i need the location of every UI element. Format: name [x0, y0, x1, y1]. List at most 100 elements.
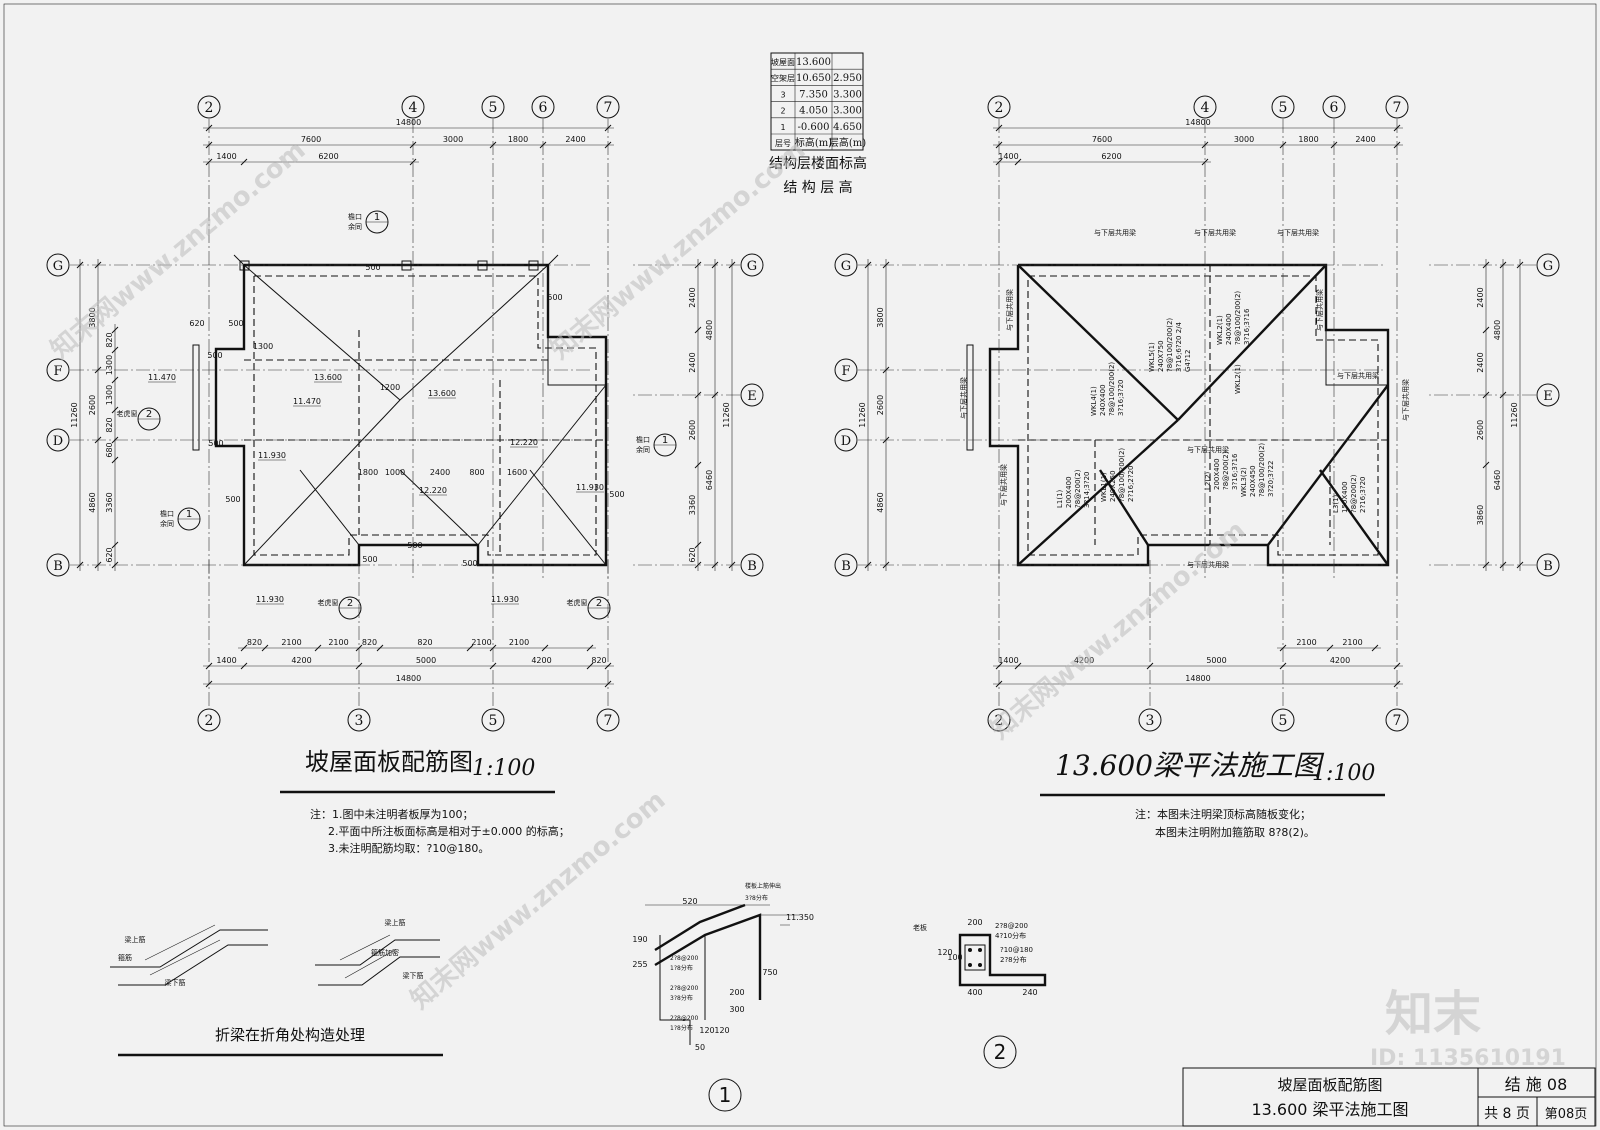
detail-2-dim: 400	[967, 988, 982, 997]
axis-bubble	[834, 428, 858, 452]
left-inner-dim: 1200	[380, 383, 400, 392]
left-elevation-label: 12.220	[510, 438, 538, 447]
right-dim-left-total-label: 11260	[858, 402, 867, 427]
right-dim-bottom-2-label: 4200	[1330, 656, 1350, 665]
right-dim-bottom-1-tick	[1279, 644, 1287, 652]
right-dim-right-inner-label: 2600	[1476, 420, 1485, 440]
axis-bubble	[740, 553, 764, 577]
axis-bubble	[46, 428, 70, 452]
right-beam-spec: L2(2)	[1204, 471, 1212, 490]
axis-label-left: B	[841, 559, 851, 574]
axis-bubble	[987, 708, 1011, 732]
left-dim-right-inner-label: 2400	[688, 287, 697, 307]
sheet-border	[3, 3, 1597, 1127]
left-dim-left-inner-tick	[111, 326, 119, 334]
right-beam-spec: 2?16;2?20	[1127, 465, 1135, 502]
level-table-caption-2: 结 构 层 高	[783, 179, 852, 196]
axis-bubble	[1536, 383, 1560, 407]
left-section-callout-number: 1	[662, 435, 668, 446]
axis-label-top: 2	[205, 100, 214, 116]
title-block-page-no: 第08页	[1545, 1107, 1588, 1122]
left-dim-right-inner-tick	[694, 561, 702, 569]
left-dim-bottom-2-label: 1400	[216, 656, 236, 665]
left-dim-left-inner-label: 620	[105, 547, 114, 562]
left-dim-bottom-2-label: 4200	[291, 656, 311, 665]
level-table-cell: 13.600	[796, 57, 831, 68]
left-inner-dim: 620	[189, 319, 204, 328]
fold-beam-label: 梁下筋	[165, 978, 186, 987]
watermark-text-3: 知末网www.znzmo.com	[985, 515, 1251, 745]
left-dim-left-inner-label: 1300	[105, 355, 114, 375]
detail-1-dim: 255	[632, 960, 647, 969]
level-table-cell: 层高(m)	[829, 136, 866, 149]
right-beam-spec: WKL4(1)	[1090, 386, 1098, 416]
left-dim-right-inner-label: 3360	[688, 495, 697, 515]
level-table-cell: 4.650	[833, 122, 862, 133]
level-table-cell: 坡屋面	[771, 57, 795, 67]
axis-bubble	[1385, 708, 1409, 732]
axis-bubble	[1271, 95, 1295, 119]
right-same-as-below-label: 与下层共用梁	[959, 377, 968, 419]
left-dim-top-1-tick	[604, 141, 612, 149]
axis-bubble	[1536, 253, 1560, 277]
left-dim-right-inner-tick	[694, 461, 702, 469]
right-dim-right-label: 4800	[1493, 320, 1502, 340]
right-dim-top-2-tick	[995, 158, 1003, 166]
right-dim-right-inner-label: 3860	[1476, 505, 1485, 525]
right-beam-spec: WKL3(2)	[1240, 467, 1248, 497]
left-dim-right-inner-label: 2600	[688, 420, 697, 440]
left-dim-bottom-1-label: 820	[362, 638, 377, 647]
axis-bubble	[1322, 95, 1346, 119]
left-dim-left-inner-tick	[111, 436, 119, 444]
right-beam-spec: ?8@200(2)	[1222, 451, 1230, 490]
fold-beam-label: 梁下筋	[403, 971, 424, 980]
axis-label-top: 2	[995, 100, 1004, 116]
detail-2-number: 2	[994, 1040, 1007, 1064]
left-inner-dim: 500	[207, 351, 222, 360]
detail-1-bar-note: 楼板上筋伸出	[745, 882, 781, 890]
right-beam-spec: WKL2(1)	[1216, 315, 1224, 345]
right-dim-bottom-2-tick	[1279, 662, 1287, 670]
left-dim-left-inner-label: 3360	[105, 492, 114, 512]
detail-2-dim: 240	[1022, 988, 1037, 997]
right-dim-right-inner-tick	[1482, 561, 1490, 569]
left-dim-bottom-1-label: 2100	[328, 638, 348, 647]
detail-1-bar-note: 3?8分布	[670, 994, 693, 1002]
right-dim-top-2-tick	[1014, 158, 1022, 166]
level-table-cell: 3	[780, 90, 785, 99]
level-table-cell: -0.600	[797, 122, 829, 133]
left-dim-bottom-1-label: 2100	[281, 638, 301, 647]
axis-bubble	[834, 553, 858, 577]
axis-label-top: 4	[409, 100, 418, 116]
left-section-callout-number: 1	[186, 509, 192, 520]
axis-label-left: G	[53, 259, 63, 274]
left-dim-left-label: 4860	[88, 492, 97, 512]
left-dim-top-1-tick	[205, 141, 213, 149]
right-same-as-below-label: 与下层共用梁	[1187, 445, 1229, 454]
right-same-as-below-label: 与下层共用梁	[1337, 371, 1379, 380]
axis-label-top: 6	[1330, 100, 1339, 116]
left-inner-dim: 500	[225, 495, 240, 504]
detail-1-dim: 520	[682, 897, 697, 906]
left-dim-top-2-label: 1400	[216, 152, 236, 161]
right-dim-top-total-tick	[1393, 124, 1401, 132]
left-dim-bottom-1-tick	[489, 644, 497, 652]
left-dim-right-tick	[711, 561, 719, 569]
axis-bubble	[740, 383, 764, 407]
left-dim-right-tick	[711, 391, 719, 399]
axis-label-bottom: 7	[604, 713, 613, 729]
right-dim-bottom-2-tick	[1146, 662, 1154, 670]
axis-label-top: 5	[1279, 100, 1288, 116]
left-dim-top-total-tick	[205, 124, 213, 132]
right-dim-bottom-2-label: 5000	[1206, 656, 1226, 665]
detail-1-number: 1	[719, 1083, 732, 1107]
right-plan-notes: 注：本图未注明梁顶标高随板变化； 本图未注明附加箍筋取 8?8(2)。	[1135, 807, 1315, 839]
left-dim-top-1-label: 1800	[508, 135, 528, 144]
axis-label-top: 7	[1393, 100, 1402, 116]
left-dim-right-total-label: 11260	[722, 402, 731, 427]
left-dim-bottom-2-tick	[586, 662, 594, 670]
right-dim-left-label: 3800	[876, 307, 885, 327]
axis-label-left: F	[53, 364, 62, 379]
right-beam-spec: ?8@100/200(2)	[1108, 362, 1116, 416]
